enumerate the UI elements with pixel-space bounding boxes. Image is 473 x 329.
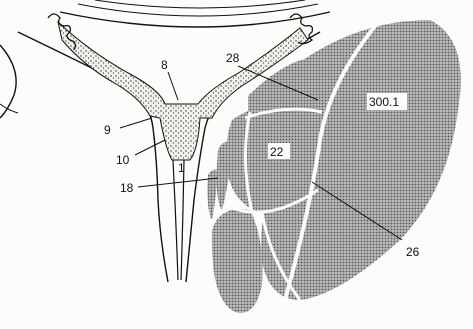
label-18: 18 [120, 181, 134, 195]
leader-9 [120, 118, 152, 128]
lobe-lower-left [212, 209, 263, 313]
label-1: 1 [178, 161, 185, 175]
top-membrane-inner [95, 0, 305, 8]
label-28: 28 [226, 51, 240, 65]
label-300-1: 300.1 [369, 95, 399, 109]
label-22: 22 [270, 145, 284, 159]
stalk-right [181, 160, 184, 280]
label-8: 8 [161, 58, 168, 72]
label-10: 10 [116, 153, 130, 167]
top-membrane-mid [78, 4, 318, 16]
top-membrane-outer [60, 12, 330, 27]
leader-10 [135, 140, 165, 155]
stippled-organ [208, 20, 461, 313]
label-26: 26 [406, 245, 420, 259]
leader-18 [138, 178, 218, 187]
stalk-left [173, 160, 178, 280]
left-edge-arc [0, 45, 16, 118]
strip-thin-2 [208, 170, 219, 220]
label-9: 9 [104, 123, 111, 137]
leader-8 [168, 72, 178, 100]
